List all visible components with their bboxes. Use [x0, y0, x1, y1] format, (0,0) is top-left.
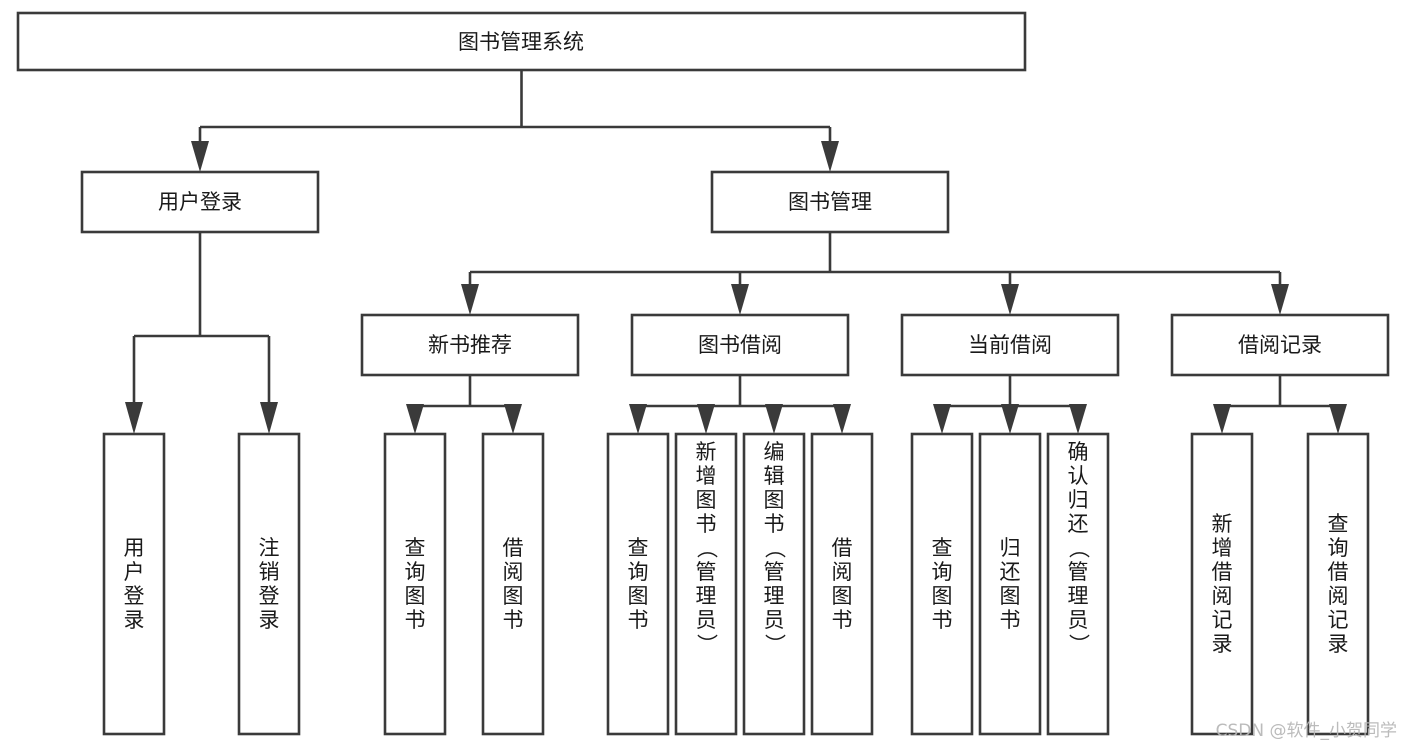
- node-box-leaf-user-login[interactable]: [102, 432, 166, 736]
- label-new-book-rec: 新书推荐: [428, 333, 512, 357]
- arrow-bookborrow-leaf-4: [833, 404, 851, 434]
- arrow-currentborrow-leaf-1: [933, 404, 951, 434]
- node-box-new-book-rec[interactable]: [360, 313, 580, 377]
- label-user-login: 用户登录: [158, 190, 242, 214]
- node-box-leaf-query-book-2[interactable]: [606, 432, 670, 736]
- watermark-text: CSDN @软件_小贺同学: [1215, 721, 1397, 741]
- arrow-bookmanage-to-currentborrow: [1001, 284, 1019, 315]
- connector-group-root: [191, 70, 839, 172]
- arrow-root-to-bookmanage: [821, 141, 839, 172]
- node-box-leaf-query-book-3[interactable]: [910, 432, 974, 736]
- label-book-borrow: 图书借阅: [698, 333, 782, 357]
- node-box-borrow-record[interactable]: [1170, 313, 1390, 377]
- node-box-leaf-query-record[interactable]: [1306, 432, 1370, 736]
- node-box-leaf-borrow-book-2[interactable]: [810, 432, 874, 736]
- arrow-currentborrow-leaf-3: [1069, 404, 1087, 434]
- node-box-leaf-query-book-1[interactable]: [383, 432, 447, 736]
- arrow-newbook-leaf-2: [504, 404, 522, 434]
- node-box-user-login[interactable]: [80, 170, 320, 234]
- node-box-leaf-return-book[interactable]: [978, 432, 1042, 736]
- node-box-leaf-logout[interactable]: [237, 432, 301, 736]
- connector-group-currentborrow: [933, 375, 1087, 434]
- arrow-bookborrow-leaf-1: [629, 404, 647, 434]
- node-box-leaf-confirm-return[interactable]: [1046, 432, 1110, 736]
- arrow-userlogin-leaf-1: [125, 402, 143, 434]
- connector-group-bookborrow: [629, 375, 851, 434]
- node-box-leaf-borrow-book-1[interactable]: [481, 432, 545, 736]
- arrow-bookborrow-leaf-3: [765, 404, 783, 434]
- label-current-borrow: 当前借阅: [968, 333, 1052, 357]
- arrow-newbook-leaf-1: [406, 404, 424, 434]
- label-borrow-record: 借阅记录: [1238, 333, 1322, 357]
- node-box-root[interactable]: [16, 11, 1027, 72]
- arrow-bookmanage-to-newbook: [461, 284, 479, 315]
- arrow-root-to-userlogin: [191, 141, 209, 172]
- arrow-borrowrecord-leaf-2: [1329, 404, 1347, 434]
- label-root: 图书管理系统: [458, 30, 584, 54]
- arrow-bookmanage-to-bookborrow: [731, 284, 749, 315]
- arrow-bookborrow-leaf-2: [697, 404, 715, 434]
- arrow-bookmanage-to-borrowrecord: [1271, 284, 1289, 315]
- connector-group-bookmanage: [461, 232, 1289, 315]
- arrow-userlogin-leaf-2: [260, 402, 278, 434]
- connector-group-borrowrecord: [1213, 375, 1347, 434]
- label-book-manage: 图书管理: [788, 190, 872, 214]
- node-box-leaf-edit-book[interactable]: [742, 432, 806, 736]
- node-box-leaf-add-book[interactable]: [674, 432, 738, 736]
- node-box-leaf-add-record[interactable]: [1190, 432, 1254, 736]
- connector-group-newbookrec: [406, 375, 522, 434]
- arrow-currentborrow-leaf-2: [1001, 404, 1019, 434]
- connector-group-userlogin: [125, 232, 278, 434]
- node-box-current-borrow[interactable]: [900, 313, 1120, 377]
- node-box-book-borrow[interactable]: [630, 313, 850, 377]
- node-box-book-manage[interactable]: [710, 170, 950, 234]
- arrow-borrowrecord-leaf-1: [1213, 404, 1231, 434]
